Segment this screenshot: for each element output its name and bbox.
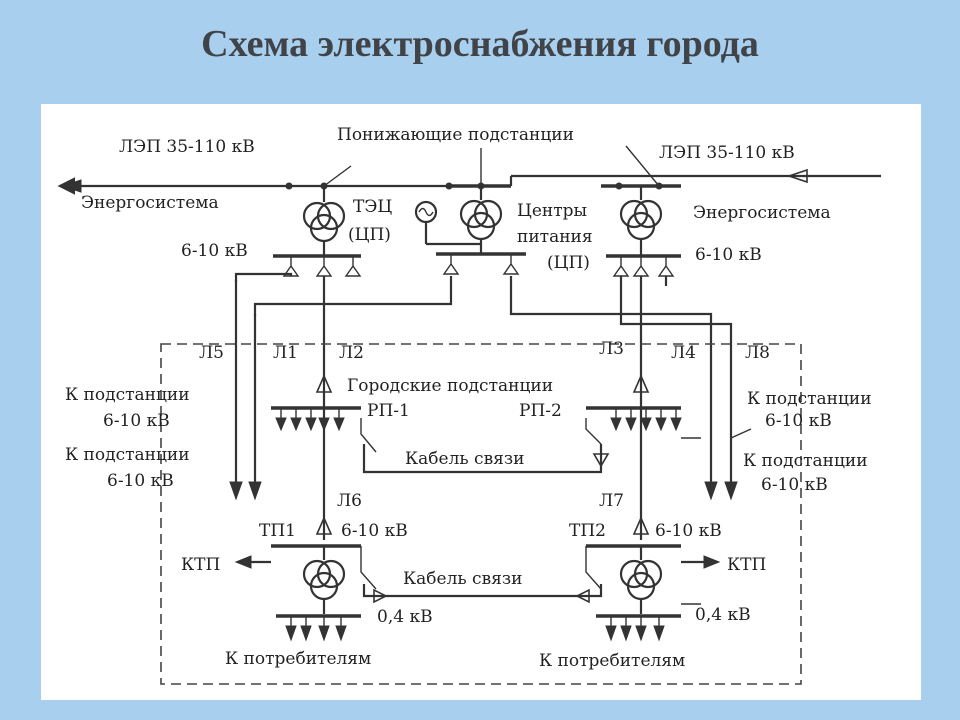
chp-label-1: ТЭЦ: [353, 197, 392, 217]
tie-cable-bottom-label: Кабель связи: [403, 569, 522, 589]
to-substation-left-1a: К подстанции: [65, 385, 190, 405]
generator-icon: [414, 200, 481, 246]
line-l1: Л1: [273, 343, 298, 363]
grid-left-label: Энергосистема: [81, 193, 219, 213]
rp2-label: РП-2: [519, 401, 562, 421]
ktp-right-label: КТП: [727, 555, 766, 575]
hv-lines: [57, 145, 881, 195]
to-substation-right-2b: 6-10 кВ: [761, 475, 828, 495]
voltage-6-10-right: 6-10 кВ: [695, 245, 762, 265]
tp1-assembly: [234, 544, 603, 642]
to-substation-left-2a: К подстанции: [65, 445, 190, 465]
voltage-04-right: 0,4 кВ: [695, 605, 751, 625]
city-substations-label: Городские подстанции: [347, 376, 553, 396]
diagram-panel: ЛЭП 35-110 кВ ЛЭП 35-110 кВ Понижающие п…: [41, 104, 921, 700]
line-l4: Л4: [671, 343, 696, 363]
consumers-right-label: К потребителям: [539, 651, 685, 671]
voltage-04-left: 0,4 кВ: [377, 607, 433, 627]
tp2-label: ТП2: [569, 521, 606, 541]
to-substation-left-2b: 6-10 кВ: [107, 471, 174, 491]
bus-6-10-top: [273, 252, 681, 277]
ktp-left-label: КТП: [181, 555, 220, 575]
centers-label-3: (ЦП): [547, 253, 590, 273]
step-down-label: Понижающие подстанции: [337, 125, 574, 145]
centers-label-1: Центры: [517, 201, 587, 221]
tp2-assembly: [585, 544, 721, 642]
city-boundary: [160, 343, 802, 685]
line-l7: Л7: [599, 491, 624, 511]
tp1-label: ТП1: [259, 521, 296, 541]
line-l3: Л3: [599, 339, 624, 359]
transformer-tec: [302, 186, 346, 256]
rp2-bus: [585, 406, 682, 445]
to-substation-left-1b: 6-10 кВ: [103, 411, 170, 431]
voltage-6-10-left: 6-10 кВ: [181, 241, 248, 261]
chp-label-2: (ЦП): [348, 225, 391, 245]
lep-right-label: ЛЭП 35-110 кВ: [659, 143, 795, 163]
consumers-left-label: К потребителям: [225, 649, 371, 669]
line-l5: Л5: [199, 343, 224, 363]
grid-right-label: Энергосистема: [693, 203, 831, 223]
line-l6: Л6: [337, 491, 362, 511]
to-substation-right-1b: 6-10 кВ: [765, 411, 832, 431]
line-l2: Л2: [339, 343, 364, 363]
voltage-tp2: 6-10 кВ: [655, 521, 722, 541]
line-l8: Л8: [745, 343, 770, 363]
rp1-label: РП-1: [367, 401, 410, 421]
transformer-right: [619, 186, 663, 256]
voltage-tp1: 6-10 кВ: [341, 521, 408, 541]
right-grid-arrow: [786, 168, 808, 184]
power-supply-diagram: ЛЭП 35-110 кВ ЛЭП 35-110 кВ Понижающие п…: [57, 125, 881, 685]
to-substation-right-1a: К подстанции: [747, 389, 872, 409]
lep-left-label: ЛЭП 35-110 кВ: [119, 137, 255, 157]
to-substation-right-2a: К подстанции: [743, 451, 868, 471]
centers-label-2: питания: [517, 227, 593, 247]
tie-cable-top-label: Кабель связи: [405, 449, 524, 469]
slide-title: Схема электроснабжения города: [201, 23, 759, 65]
transformer-center: [459, 186, 503, 254]
left-grid-arrow: [61, 179, 82, 193]
rp1-bus: [271, 406, 610, 474]
